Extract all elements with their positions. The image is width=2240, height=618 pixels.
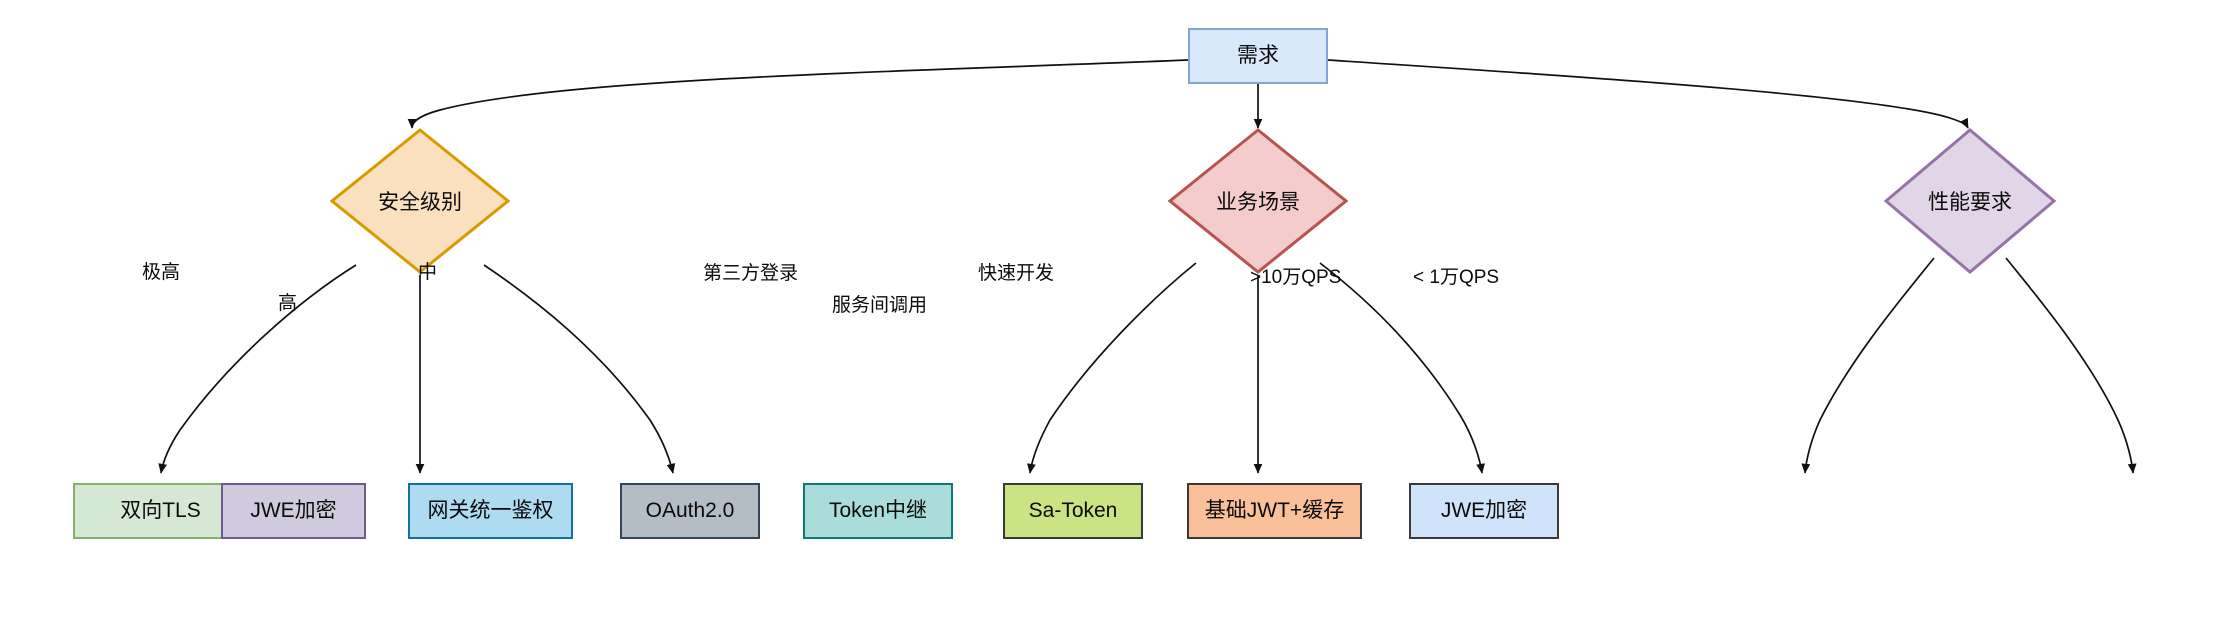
node-mtls[interactable]: 双向TLS [73,483,248,539]
node-satoken-label: Sa-Token [1028,499,1118,523]
node-security-label: 安全级别 [378,191,462,214]
edge-label-business-tokenrelay: 服务间调用 [832,295,928,316]
node-jwtcache-label: 基础JWT+缓存 [1204,499,1345,523]
node-oauth[interactable]: OAuth2.0 [620,483,760,539]
diamond-shape-performance [1884,128,2056,274]
edge-label-performance-jwtcache: >10万QPS [1250,267,1342,288]
edge-business-satoken [1319,262,1485,474]
node-jwe2[interactable]: JWE加密 [1409,483,1559,539]
diamond-shape-security [330,128,510,274]
node-security[interactable]: 安全级别 [330,128,510,274]
node-jwe1-label: JWE加密 [250,499,337,523]
node-business[interactable]: 业务场景 [1168,128,1348,274]
node-jwe1-box[interactable]: JWE加密 [221,483,366,539]
node-gateway-label: 网关统一鉴权 [427,499,554,523]
node-satoken[interactable]: Sa-Token [1003,483,1143,539]
node-root[interactable]: 需求 [1188,28,1328,84]
edge-root-performance [1327,59,1969,129]
node-mtls-label: 双向TLS [120,499,201,523]
edge-label-security-jwe1: 高 [278,293,298,314]
node-tokenrelay[interactable]: Token中继 [803,483,953,539]
edge-root-security [407,59,1189,129]
node-jwe2-label: JWE加密 [1440,499,1528,523]
edge-security-gateway [483,264,676,474]
node-oauth-label: OAuth2.0 [645,499,735,523]
node-tokenrelay-label: Token中继 [828,499,928,523]
edge-performance-jwe2 [2005,257,2137,474]
diamond-shape-business [1168,128,1348,274]
edge-security-mtls [158,264,357,474]
edge-label-business-satoken: 快速开发 [978,263,1055,284]
edge-label-business-oauth: 第三方登录 [703,263,799,284]
edge-label-performance-jwe2: < 1万QPS [1413,267,1500,288]
edge-label-security-mtls: 极高 [142,262,181,283]
node-root-label: 需求 [1237,44,1279,68]
edge-performance-jwtcache [1801,257,1935,474]
node-business-label: 业务场景 [1216,191,1300,214]
node-jwtcache[interactable]: 基础JWT+缓存 [1187,483,1362,539]
node-gateway[interactable]: 网关统一鉴权 [408,483,573,539]
node-performance-label: 性能要求 [1928,191,2012,214]
edge-business-oauth [1027,262,1197,474]
edge-label-security-gateway: 中 [418,262,438,283]
node-performance[interactable]: 性能要求 [1884,128,2056,274]
